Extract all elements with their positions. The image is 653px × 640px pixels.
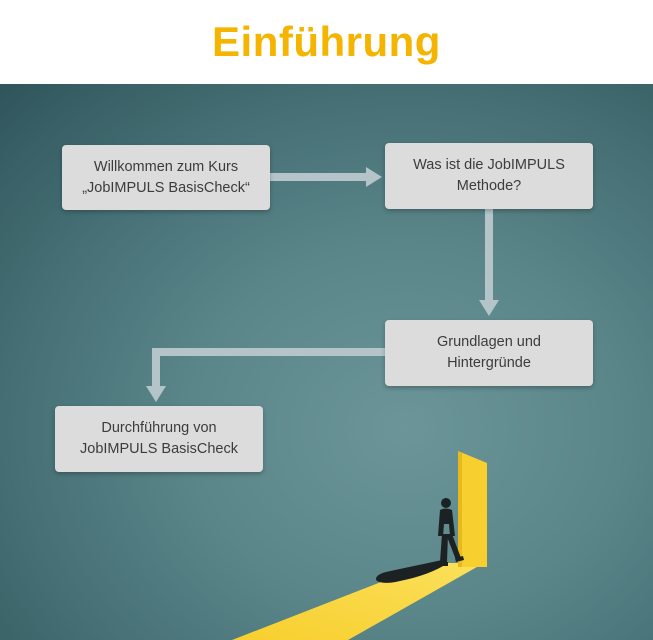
step-line: Hintergründe [447, 355, 531, 371]
flow-step-welcome: Willkommen zum Kurs „JobIMPULS BasisChec… [62, 145, 270, 210]
flow-step-method: Was ist die JobIMPULS Methode? [385, 143, 593, 209]
arrow-step3-to-step4 [152, 348, 385, 386]
light-door-icon [458, 451, 487, 567]
arrow-head-down-left [146, 386, 166, 402]
person-shadow [376, 560, 448, 583]
step-line: Willkommen zum Kurs [93, 158, 239, 175]
connector-arrows [146, 167, 499, 402]
flow-step-basics: Grundlagen und Hintergründe [385, 320, 593, 386]
flow-step-execution: Durchführung von JobIMPULS BasisCheck [55, 406, 263, 472]
step-line: Methode? [456, 178, 522, 194]
step-line: Was ist die JobIMPULS [413, 157, 565, 173]
diagram-canvas: Willkommen zum Kurs „JobIMPULS BasisChec… [0, 84, 653, 640]
arrow-head-right [366, 167, 382, 187]
step-line: JobIMPULS BasisCheck [80, 441, 238, 457]
step-line: Durchführung von [101, 420, 217, 436]
arrow-head-down [479, 300, 499, 316]
step-line: Grundlagen und [437, 334, 541, 350]
page-title: Einführung [212, 18, 441, 65]
step-line: „JobIMPULS BasisCheck“ [82, 179, 250, 196]
light-beam [232, 563, 484, 640]
walking-person-icon [436, 498, 464, 566]
